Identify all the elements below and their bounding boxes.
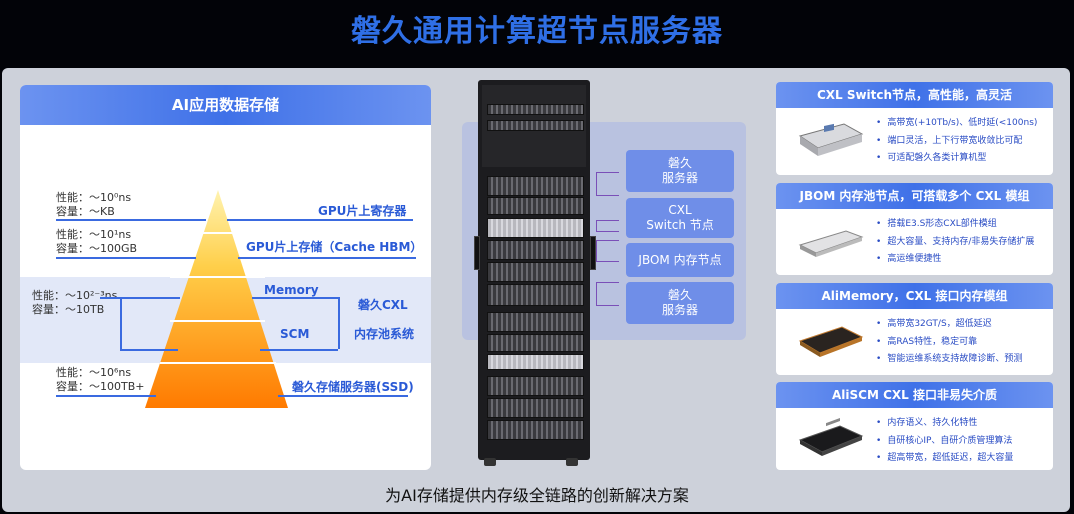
node-cxl-switch: CXL Switch 节点 [626, 198, 734, 238]
card-jbom-bullets: 搭载E3.S形态CXL部件模组 超大容量、支持内存/非易失存储扩展 高运维便捷性 [876, 216, 1034, 269]
tier2-cap: 容量：～100GB [56, 242, 138, 255]
card-jbom-title: JBOM 内存池节点，可搭载多个 CXL 模组 [776, 183, 1053, 209]
card-cxl-switch-title: CXL Switch节点，高性能，高灵活 [776, 82, 1053, 108]
storage-pyramid [145, 190, 288, 408]
tier1-perf: 性能：～10⁰ns [56, 191, 132, 204]
card-aliscm-bullets: 内存语义、持久化特性 自研核心IP、自研介质管理算法 超高带宽，超低延迟，超大容… [876, 415, 1013, 468]
tier1-name: GPU片上寄存器 [318, 204, 407, 218]
card-jbom: JBOM 内存池节点，可搭载多个 CXL 模组 搭载E3.S形态CXL部件模组 … [776, 183, 1053, 275]
pool-label: 内存池系统 [354, 327, 415, 341]
tier5-cap: 容量：～100TB+ [56, 380, 145, 393]
tier3-name: Memory [264, 283, 319, 297]
server-chassis-image [798, 123, 864, 156]
ai-storage-header: AI应用数据存储 [20, 85, 431, 125]
tier2-perf: 性能：～10¹ns [56, 228, 132, 241]
tier5-name: 磐久存储服务器(SSD) [292, 380, 414, 394]
memory-module-image [798, 326, 864, 357]
pyramid-shape [145, 190, 288, 408]
card-cxl-switch: CXL Switch节点，高性能，高灵活 高带宽(+10Tb/s)、低时延(<1… [776, 82, 1053, 175]
tier3-perf: 性能：～10²⁻³ns [32, 289, 118, 302]
tier2-name: GPU片上存储（Cache HBM） [246, 240, 423, 254]
card-cxl-switch-bullets: 高带宽(+10Tb/s)、低时延(<100ns) 端口灵活，上下行带宽收敛比可配… [876, 115, 1037, 168]
ai-storage-panel: AI应用数据存储 性能：～10⁰ns 容量：～KB GPU片上寄存器 性能：～1… [20, 85, 431, 470]
tier4-name: SCM [280, 327, 310, 341]
node-server-bottom: 磐久 服务器 [626, 282, 734, 324]
node-server-top: 磐久 服务器 [626, 150, 734, 192]
tier3-cap: 容量：～10TB [32, 303, 105, 316]
page-title: 磐久通用计算超节点服务器 [351, 14, 723, 49]
cxl-label: 磐久CXL [358, 298, 408, 312]
card-alimemory: AliMemory，CXL 接口内存模组 高带宽32GT/S，超低延迟 高RAS… [776, 283, 1053, 375]
bottom-caption: 为AI存储提供内存级全链路的创新解决方案 [385, 486, 689, 505]
card-aliscm-title: AliSCM CXL 接口非易失介质 [776, 382, 1053, 408]
node-jbom: JBOM 内存节点 [626, 243, 734, 277]
jbom-module-image [798, 230, 864, 257]
card-alimemory-bullets: 高带宽32GT/S，超低延迟 高RAS特性，稳定可靠 智能运维系统支持故障诊断、… [876, 316, 1022, 369]
tier5-perf: 性能：～10⁶ns [56, 366, 132, 379]
card-aliscm: AliSCM CXL 接口非易失介质 内存语义、持久化特性 自研核心IP、自研介… [776, 382, 1053, 470]
card-alimemory-title: AliMemory，CXL 接口内存模组 [776, 283, 1053, 309]
scm-module-image [798, 418, 864, 456]
tier1-cap: 容量：～KB [56, 205, 115, 218]
